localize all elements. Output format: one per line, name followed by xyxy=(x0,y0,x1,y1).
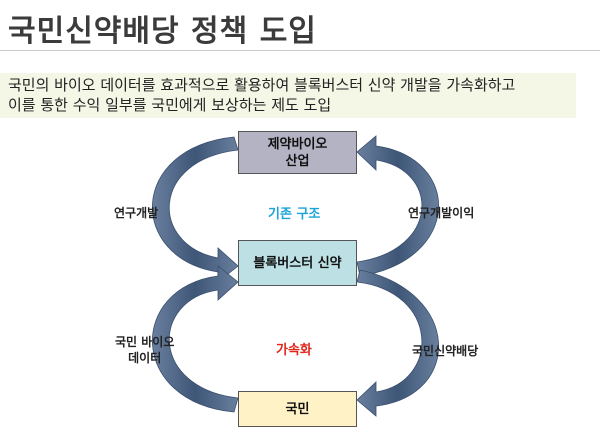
label-bio-data: 국민 바이오 데이터 xyxy=(115,334,174,366)
pharma-box-line-2: 산업 xyxy=(285,153,310,169)
page-title: 국민신약배당 정책 도입 xyxy=(8,14,317,49)
summary-box: 국민의 바이오 데이터를 효과적으로 활용하여 블록버스터 신약 개발을 가속화… xyxy=(0,73,576,118)
label-research-dev: 연구개발 xyxy=(114,206,159,220)
label-citizen-dividend: 국민신약배당 xyxy=(412,344,479,358)
arrow-research-profit xyxy=(356,135,439,277)
arrow-research-dev xyxy=(152,136,239,283)
arrow-bio-data xyxy=(152,265,239,413)
pharma-bio-industry-box: 제약바이오 산업 xyxy=(238,131,357,174)
label-bio-data-line-2: 데이터 xyxy=(128,351,162,365)
summary-line-2: 이를 통한 수익 일부를 국민에게 보상하는 제도 도입 xyxy=(8,96,332,114)
title-divider xyxy=(0,50,600,51)
label-research-profit: 연구개발이익 xyxy=(408,206,475,220)
summary-line-1: 국민의 바이오 데이터를 효과적으로 활용하여 블록버스터 신약 개발을 가속화… xyxy=(8,76,516,94)
citizens-box: 국민 xyxy=(238,391,357,427)
label-bio-data-line-1: 국민 바이오 xyxy=(115,335,175,349)
blockbuster-drug-box: 블록버스터 신약 xyxy=(238,240,357,286)
pharma-box-line-1: 제약바이오 xyxy=(267,136,328,152)
acceleration-label: 가속화 xyxy=(276,343,312,358)
existing-structure-label: 기존 구조 xyxy=(268,207,321,222)
arrow-dividend xyxy=(356,269,439,417)
